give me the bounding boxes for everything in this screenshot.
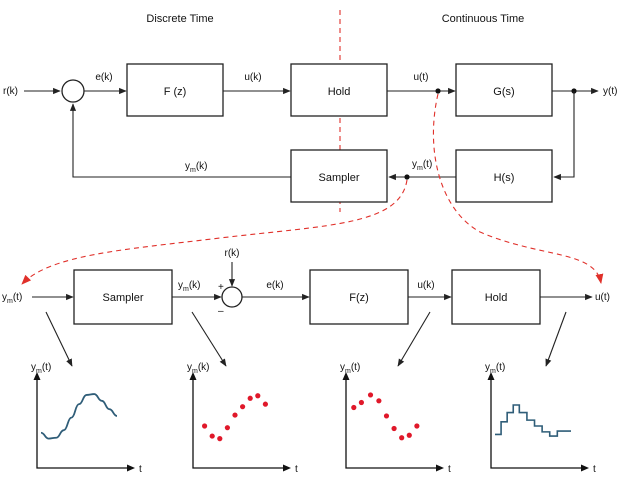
plot-2-axes (192, 374, 287, 469)
plot-3-sample-9 (414, 423, 420, 429)
plot-1-xlabel: t (139, 464, 142, 475)
plot-3-sample-8 (406, 432, 412, 438)
plot-3-sample-2 (358, 399, 364, 406)
top-sensor-block (455, 149, 553, 203)
plot-3-sample-3 (367, 392, 374, 398)
plot-2-xlabel: t (295, 464, 298, 475)
bottom-minus-sign: – (218, 306, 224, 317)
plot-3-y-arrow (342, 372, 350, 380)
top-controller-block (126, 63, 224, 117)
bottom-plus-sign: + (218, 282, 224, 293)
bottom-uk-label: u(k) (417, 280, 434, 291)
plot-3-axes (345, 374, 440, 469)
plot-4-y-arrow (487, 372, 495, 380)
top-hold-block (290, 63, 388, 117)
top-summing-junction (61, 79, 85, 103)
plot-1-curve (40, 393, 118, 440)
bottom-input-label: ym(t) (2, 292, 22, 305)
plot-3-sample-7 (399, 435, 405, 441)
top-plant-block (455, 63, 553, 117)
top-ym-tap-dot (404, 174, 410, 180)
bottom-hold-label: Hold (485, 292, 508, 304)
pointer-plot-3 (397, 311, 431, 367)
bottom-error-label: e(k) (266, 280, 283, 291)
bottom-summing-junction (221, 286, 243, 308)
plot-2-sample-7 (247, 395, 253, 401)
top-ut-tap-dot (435, 88, 441, 94)
pointer-plot-2 (191, 311, 227, 367)
top-ym-cont-label: ym(t) (412, 159, 432, 172)
plot-4-x-arrow (581, 464, 589, 472)
plot-2-sample-1 (202, 423, 208, 429)
plot-2-x-arrow (283, 464, 291, 472)
header-continuous-time: Continuous Time (442, 13, 525, 25)
top-input-label: r(k) (3, 86, 18, 97)
plot-4-ylabel: ym(t) (485, 362, 505, 375)
plot-3-sample-4 (376, 398, 382, 404)
header-discrete-time: Discrete Time (146, 13, 213, 25)
bottom-sampler-block (73, 269, 173, 325)
plot-3-sample-5 (383, 413, 390, 419)
plot-2-sample-4 (224, 425, 230, 431)
top-hold-label: Hold (328, 86, 351, 98)
plot-3-sample-6 (391, 425, 397, 432)
plot-3-sample-1 (351, 404, 357, 411)
top-ym-disc-label: ym(k) (185, 161, 208, 174)
pointer-plot-4 (545, 311, 567, 367)
bottom-output-label: u(t) (595, 292, 610, 303)
top-output-label: y(t) (603, 86, 617, 97)
plot-1-x-arrow (127, 464, 135, 472)
zoom-arrow-hold (432, 93, 604, 284)
top-plant-label: G(s) (493, 86, 514, 98)
plot-4-xlabel: t (593, 464, 596, 475)
bottom-controller-label: F(z) (349, 292, 369, 304)
top-sampler-label: Sampler (319, 172, 360, 184)
plot-1-axes (36, 374, 131, 469)
wire-feedback-to-sensor (553, 91, 575, 181)
plot-2-sample-5 (232, 412, 238, 418)
plot-2-y-arrow (189, 372, 197, 380)
bottom-ymk-label: ym(k) (178, 280, 201, 293)
plot-2-sample-8 (255, 393, 261, 399)
zoom-arrow-sampler (21, 179, 408, 285)
top-sampler-block (290, 149, 388, 203)
plot-2-sample-6 (240, 404, 246, 410)
plot-2-sample-9 (262, 401, 268, 407)
bottom-hold-block (451, 269, 541, 325)
plot-2-ylabel: ym(k) (187, 362, 210, 375)
top-ut-label: u(t) (414, 72, 429, 83)
mini-plots: ym(t) t ym(k) t ym(t) t ym(t) t (31, 362, 596, 475)
plot-3-xlabel: t (448, 464, 451, 475)
plot-1-ylabel: ym(t) (31, 362, 51, 375)
plot-3-ylabel: ym(t) (340, 362, 360, 375)
bottom-controller-block (309, 269, 409, 325)
plot-3-x-arrow (436, 464, 444, 472)
plot-4-staircase (495, 404, 571, 437)
top-sensor-label: H(s) (494, 172, 515, 184)
bottom-sampler-label: Sampler (103, 292, 144, 304)
bottom-ref-label: r(k) (225, 248, 240, 259)
wire-feedback-to-sum (69, 103, 291, 178)
top-error-label: e(k) (95, 72, 112, 83)
top-uk-label: u(k) (244, 72, 261, 83)
plot-1-y-arrow (33, 372, 41, 380)
plot-4-axes (490, 374, 585, 469)
plot-2-sample-2 (209, 433, 215, 439)
pointer-plot-1 (45, 311, 73, 367)
plot-2-sample-3 (217, 436, 223, 442)
top-controller-label: F (z) (164, 86, 187, 98)
